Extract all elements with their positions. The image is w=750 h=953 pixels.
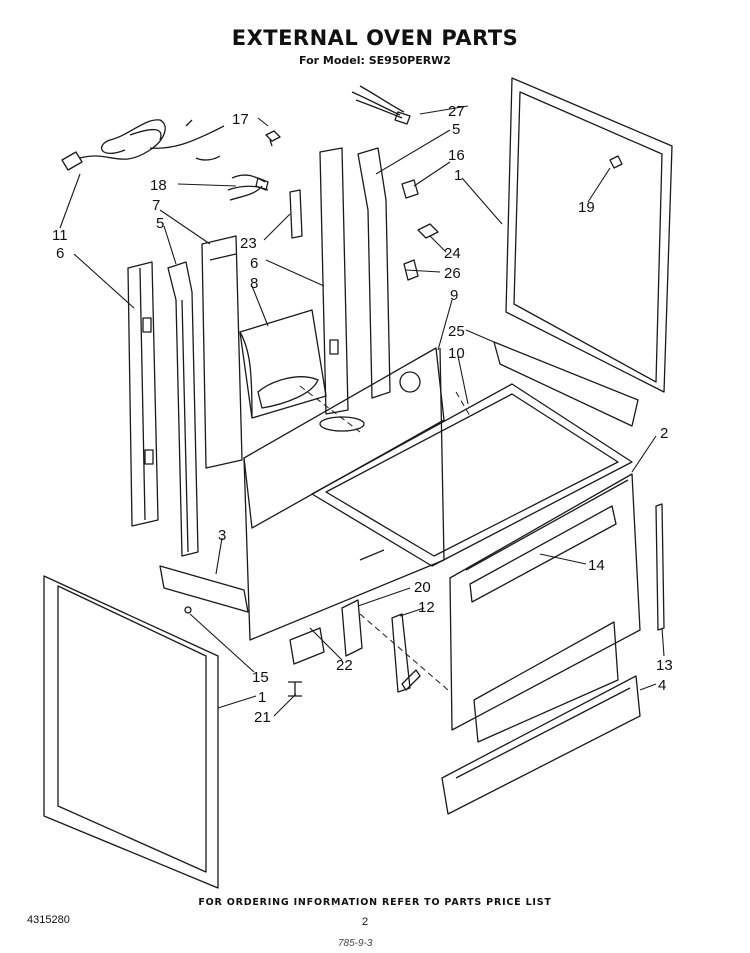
left-side-panel-drawing	[127, 261, 159, 527]
callout-19: 19	[578, 199, 595, 216]
callout-18: 18	[150, 177, 167, 194]
callout-21: 21	[254, 709, 271, 726]
front-frame-drawing	[449, 473, 641, 743]
callout-26: 26	[444, 265, 461, 282]
page-title: EXTERNAL OVEN PARTS	[231, 26, 519, 50]
ordering-note: FOR ORDERING INFORMATION REFER TO PARTS …	[198, 897, 552, 908]
callout-6-center: 6	[250, 255, 258, 272]
callout-10: 10	[448, 345, 465, 362]
callout-1-bottom: 1	[258, 689, 266, 706]
bottom-rail-drawing	[159, 565, 249, 613]
clip-16-drawing	[401, 179, 419, 199]
callout-7: 7	[152, 197, 160, 214]
insulation-panel-drawing	[201, 235, 243, 469]
callout-2: 2	[660, 425, 668, 442]
callout-25: 25	[448, 323, 465, 340]
callout-6-left: 6	[56, 245, 64, 262]
bracket-23-drawing	[289, 189, 303, 239]
callout-23: 23	[240, 235, 257, 252]
callout-8: 8	[250, 275, 258, 292]
document-number: 4315280	[27, 914, 70, 926]
oven-cavity-drawing	[243, 347, 633, 641]
side-trim-13-drawing	[655, 503, 665, 631]
trim-strip-drawing	[493, 341, 639, 427]
harness-18-drawing	[227, 174, 269, 201]
callout-1-top: 1	[454, 167, 462, 184]
callout-9: 9	[450, 287, 458, 304]
callout-15: 15	[252, 669, 269, 686]
callout-5-top: 5	[452, 121, 460, 138]
callout-20: 20	[414, 579, 431, 596]
callout-22: 22	[336, 657, 353, 674]
callout-13: 13	[656, 657, 673, 674]
left-frame-rail-drawing	[167, 261, 199, 557]
screw-17-drawing	[265, 130, 281, 147]
model-subtitle: For Model: SE950PERW2	[299, 54, 451, 67]
door-panel-drawing	[43, 575, 219, 889]
kick-plate-drawing	[441, 675, 641, 815]
page-number: 2	[362, 916, 369, 928]
callout-27: 27	[448, 103, 465, 120]
wire-harness-drawing	[351, 85, 411, 125]
small-hardware-drawing	[184, 599, 421, 697]
callout-3: 3	[218, 527, 226, 544]
callout-14: 14	[588, 557, 605, 574]
right-gasket-panel-drawing	[505, 77, 673, 393]
callout-17: 17	[232, 111, 249, 128]
rear-panel-rails-drawing	[319, 147, 391, 415]
callout-16: 16	[448, 147, 465, 164]
callout-12: 12	[418, 599, 435, 616]
vent-duct-drawing	[239, 309, 327, 419]
power-cord-drawing	[61, 119, 225, 171]
callout-5-left: 5	[156, 215, 164, 232]
handwritten-mark: 785-9-3	[338, 938, 373, 949]
callout-4: 4	[658, 677, 666, 694]
callout-24: 24	[444, 245, 461, 262]
callout-11: 11	[52, 227, 68, 244]
clip-24-drawing	[417, 223, 439, 239]
clip-26-drawing	[403, 259, 419, 281]
